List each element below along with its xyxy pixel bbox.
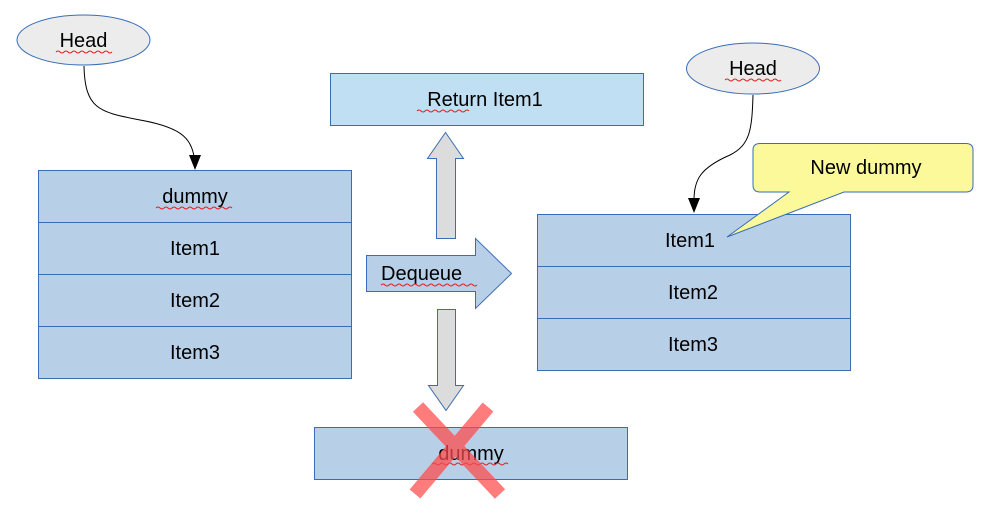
discarded-dummy: dummy: [314, 402, 628, 499]
up-arrow-icon: [426, 131, 465, 239]
head-label: Head: [729, 58, 777, 80]
list-item: [537, 266, 851, 319]
head-ellipse: [686, 42, 820, 95]
list-item: [38, 170, 352, 223]
node-label: dummy: [162, 186, 228, 208]
head-connector: [693, 94, 754, 201]
node-label: Item1: [665, 230, 715, 252]
new-dummy-callout: New dummy: [726, 143, 974, 238]
return-rect: [330, 73, 644, 126]
head-label: Head: [60, 30, 108, 52]
return-label: Return Item1: [427, 89, 543, 111]
list-item: [38, 274, 352, 327]
queue-list-before: dummy Item1 Item2 Item3: [38, 170, 352, 379]
list-item: [537, 214, 851, 267]
callout-bubble: [726, 143, 974, 238]
head-connector: [83, 65, 196, 163]
node-label: Item3: [668, 334, 718, 356]
head-pointer-before: Head: [16, 14, 201, 170]
cross-icon: [409, 402, 506, 499]
node-label: Item3: [170, 342, 220, 364]
arrowhead-icon: [189, 155, 201, 170]
list-item: [38, 222, 352, 275]
cross-stroke: [409, 402, 494, 499]
node-label: Item2: [668, 282, 718, 304]
head-ellipse: [16, 14, 151, 66]
head-pointer-after: Head: [686, 42, 820, 213]
callout-label: New dummy: [810, 157, 921, 179]
queue-list-after: Item1 Item2 Item3: [537, 214, 851, 371]
list-item: [537, 318, 851, 371]
right-arrow-icon: [366, 237, 513, 310]
dequeue-arrow: Dequeue: [366, 237, 513, 310]
down-arrow-icon: [427, 309, 465, 412]
list-item: [38, 326, 352, 379]
node-label: Item1: [170, 238, 220, 260]
return-box: Return Item1: [330, 73, 644, 126]
node-label: Item2: [170, 290, 220, 312]
arrowhead-icon: [688, 198, 700, 213]
dequeue-label: Dequeue: [381, 263, 462, 285]
